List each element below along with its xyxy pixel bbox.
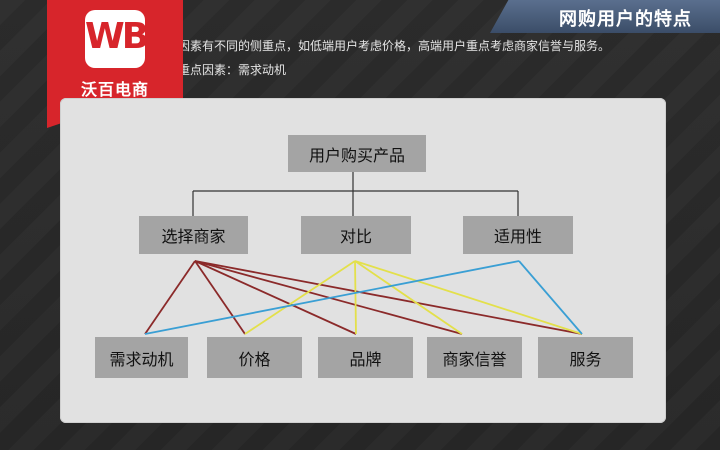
link-line-5 xyxy=(244,260,356,335)
bottom-node-price: 价格 xyxy=(207,337,302,378)
intro-text-line2: 重点因素：需求动机 xyxy=(178,63,287,77)
bottom-node-service: 服务 xyxy=(538,337,633,378)
link-line-8 xyxy=(354,260,583,335)
logo-mark: WB xyxy=(85,16,149,57)
link-line-6 xyxy=(354,260,357,335)
brand-name: 沃百电商 xyxy=(80,80,149,99)
link-line-9 xyxy=(144,260,520,335)
root-node: 用户购买产品 xyxy=(288,135,426,172)
bottom-node-merchant-reputation: 商家信誉 xyxy=(427,337,522,378)
link-line-10 xyxy=(518,260,583,335)
link-line-1 xyxy=(194,260,246,335)
link-layer xyxy=(144,260,583,335)
intro-text-line1: 因素有不同的侧重点，如低端用户考虑价格，高端用户重点考虑商家信誉与服务。 xyxy=(178,39,611,53)
link-line-7 xyxy=(354,260,463,335)
connector-lines xyxy=(144,171,583,335)
bottom-node-brand: 品牌 xyxy=(318,337,413,378)
bottom-node-demand-motive: 需求动机 xyxy=(95,337,188,378)
link-line-0 xyxy=(144,260,196,335)
middle-node-applicability: 适用性 xyxy=(463,216,573,254)
page-title: 网购用户的特点 xyxy=(559,9,692,30)
logo-card: WB xyxy=(85,10,149,68)
middle-node-select-merchant: 选择商家 xyxy=(139,216,248,254)
middle-node-compare: 对比 xyxy=(301,216,411,254)
link-line-2 xyxy=(194,260,357,335)
title-banner xyxy=(490,0,720,33)
link-line-4 xyxy=(194,260,583,335)
